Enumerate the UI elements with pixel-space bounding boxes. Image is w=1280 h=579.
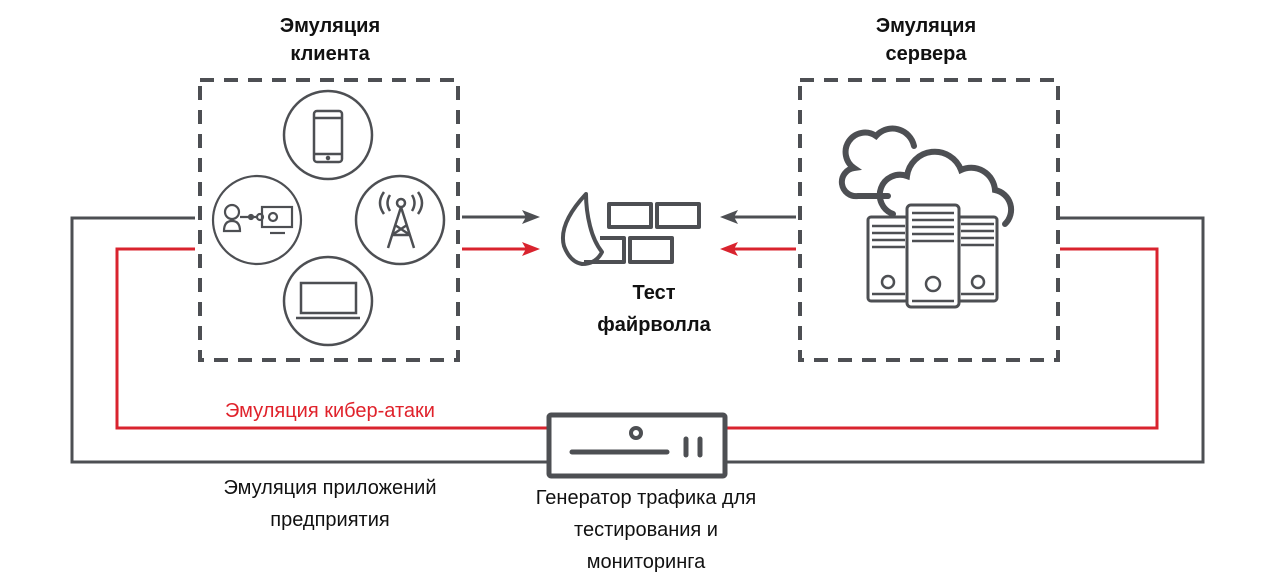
firewall-test-label: Тест файрволла [554,279,754,339]
server-rack-icon [866,203,999,309]
laptop-icon [282,255,374,347]
server-emulation-title: Эмуляция сервера [826,12,1026,68]
client-title-line2: клиента [290,43,370,65]
attack-loop-line [115,247,547,430]
app-traffic-loop-line-right [727,216,1205,464]
server-emulation-box [798,78,1060,362]
firewall-icon [561,192,701,266]
client-emulation-box [198,78,460,362]
client-title-line1: Эмуляция [279,15,381,37]
user-app-icon [211,174,303,266]
cloud-icon [838,125,1015,227]
firewall-label-line1: Тест [632,282,676,304]
traffic-generator-label: Генератор трафика для тестирования и мон… [486,484,806,576]
apps-label-line2: предприятия [270,509,390,531]
server-to-firewall-arrows [720,210,796,256]
enterprise-apps-label: Эмуляция приложений предприятия [170,474,490,534]
traffic-generator-icon [546,412,728,479]
generator-label-line1: Генератор трафика для [535,487,757,509]
generator-label-line2: тестирования и [574,519,718,541]
firewall-label-line2: файрволла [597,314,711,336]
app-traffic-loop-line [70,216,547,464]
server-title-line1: Эмуляция [875,15,977,37]
attack-loop-line-right [727,247,1159,430]
cell-tower-icon [354,174,446,266]
client-to-firewall-arrows [462,210,540,256]
cyber-attack-label: Эмуляция кибер-атаки [225,400,435,422]
smartphone-icon [282,89,374,181]
apps-label-line1: Эмуляция приложений [223,477,437,499]
server-title-line2: сервера [885,43,967,65]
client-emulation-title: Эмуляция клиента [230,12,430,68]
generator-label-line3: мониторинга [586,551,706,573]
